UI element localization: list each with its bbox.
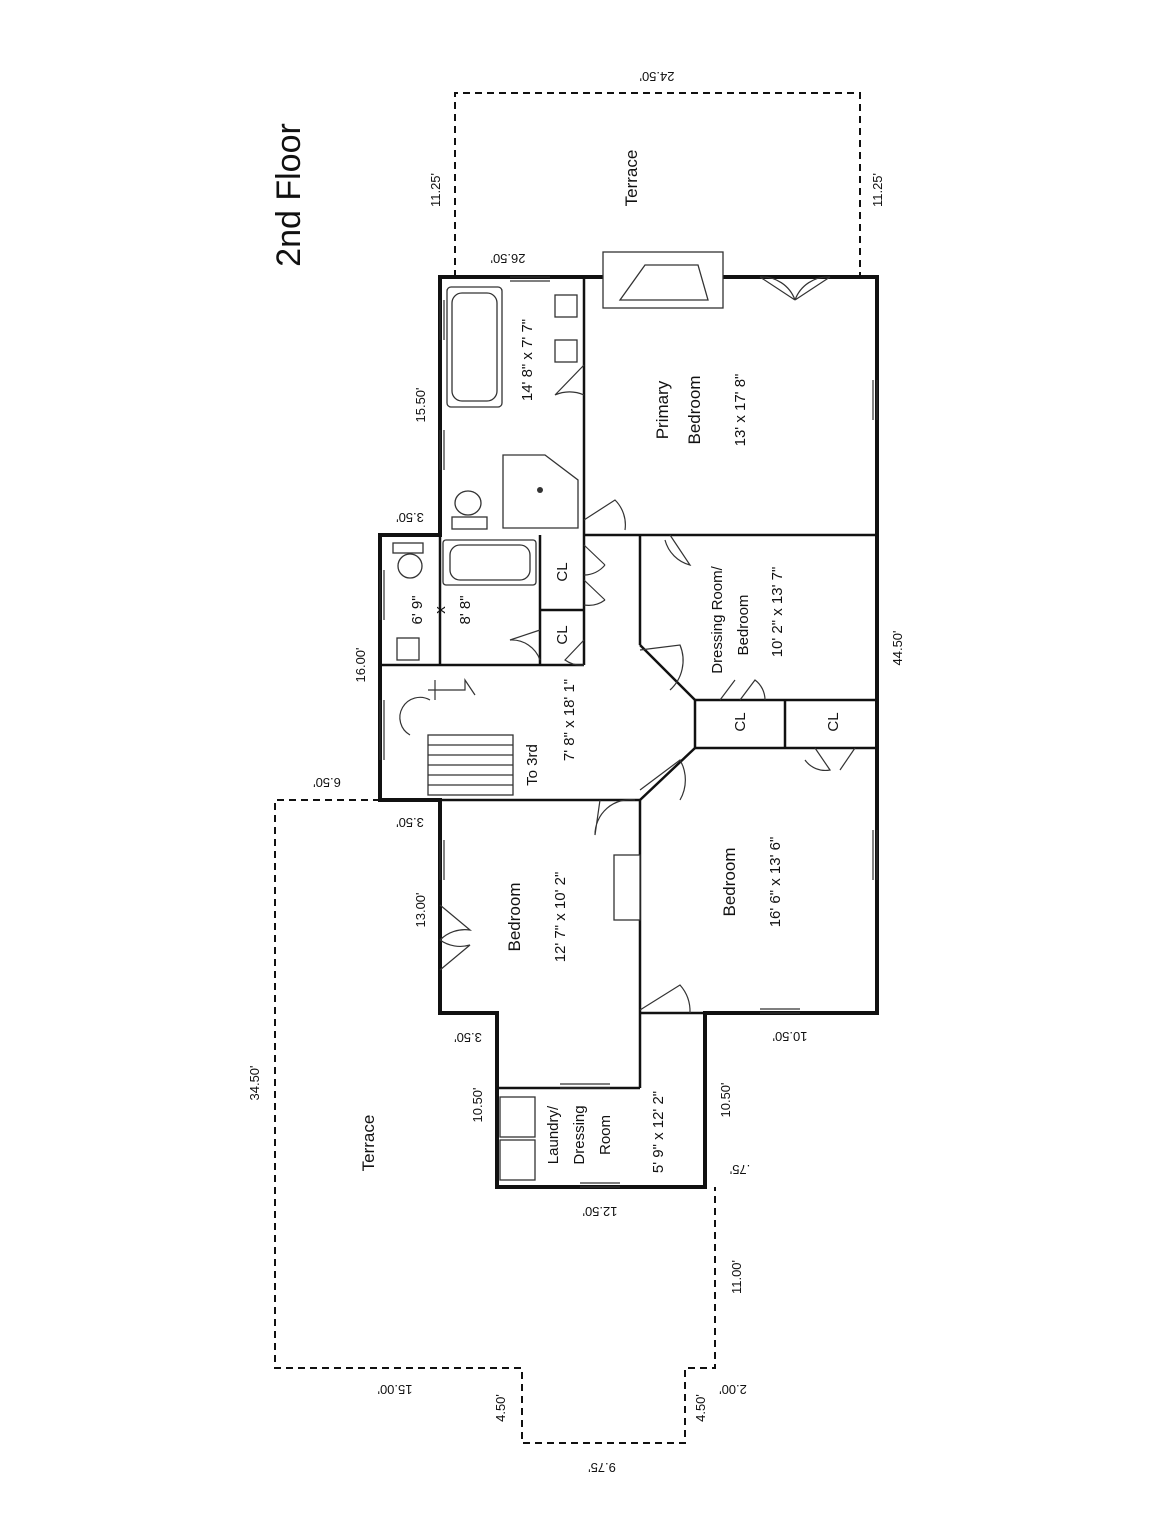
dim-left-3-50-c: 3.50' — [454, 1030, 482, 1045]
room-labels: Primary Bedroom 13' x 17' 8" 14' 8" x 7'… — [359, 150, 842, 1173]
laundry-name-1: Laundry/ — [545, 1105, 562, 1164]
dim-terrace-15-00: 15.00' — [377, 1382, 412, 1397]
bedroom-right-size: 16' 6" x 13' 6" — [767, 837, 784, 928]
dim-left-13-00: 13.00' — [413, 892, 428, 927]
top-terrace-label: Terrace — [622, 150, 641, 207]
primary-bath-size: 14' 8" x 7' 7" — [519, 319, 536, 401]
laundry-size: 5' 9" x 12' 2" — [650, 1091, 667, 1173]
dim-right-10-50-side: 10.50' — [718, 1082, 733, 1117]
bedroom-left-name: Bedroom — [505, 883, 524, 952]
closet-label-1: CL — [554, 562, 571, 581]
dim-laundry-bottom: 12.50' — [582, 1204, 617, 1219]
dim-left-15-50: 15.50' — [413, 387, 428, 422]
dim-top-terrace-width: 24.50' — [639, 69, 674, 84]
hall-size: 7' 8" x 18' 1" — [561, 679, 578, 761]
primary-bedroom-name-1: Primary — [653, 380, 672, 439]
dressing-room-name-2: Bedroom — [735, 595, 752, 656]
dim-left-6-50: 6.50' — [313, 775, 341, 790]
dim-right-44-50: 44.50' — [890, 630, 905, 665]
dim-terrace-11-00: 11.00' — [729, 1260, 744, 1294]
doors — [439, 276, 856, 1014]
dim-top-terrace-right: 11.25' — [870, 173, 885, 207]
interior-walls — [380, 277, 877, 1090]
bottom-terrace-outline — [274, 799, 716, 1444]
floor-title: 2nd Floor — [270, 123, 308, 267]
dim-left-10-50: 10.50' — [470, 1087, 485, 1122]
dim-terrace-9-75: 9.75' — [588, 1460, 616, 1475]
laundry-name-3: Room — [597, 1115, 614, 1155]
dressing-room-size: 10' 2" x 13' 7" — [769, 567, 786, 658]
bedroom-left-size: 12' 7" x 10' 2" — [552, 872, 569, 963]
dim-terrace-4-50-right: 4.50' — [693, 1394, 708, 1422]
dim-left-3-50-a: 3.50' — [396, 510, 424, 525]
closet-label-2: CL — [554, 625, 571, 644]
primary-bedroom-name-2: Bedroom — [685, 376, 704, 445]
dressing-room-name-1: Dressing Room/ — [709, 565, 726, 673]
hall-bath-size-1: 6' 9" — [409, 595, 426, 624]
closet-label-4: CL — [825, 712, 842, 731]
dimension-labels: 24.50' 11.25' 11.25' 26.50' 15.50' 3.50'… — [247, 69, 905, 1475]
dim-terrace-2-00: 2.00' — [719, 1382, 747, 1397]
dim-terrace-4-50-left: 4.50' — [493, 1394, 508, 1422]
top-terrace-outline — [454, 92, 861, 277]
dim-right-10-50-top: 10.50' — [772, 1029, 807, 1044]
dim-terrace-34-50: 34.50' — [247, 1065, 262, 1100]
bottom-terrace-label: Terrace — [359, 1115, 378, 1172]
closet-label-3: CL — [732, 712, 749, 731]
dim-top-terrace-left: 11.25' — [428, 173, 443, 207]
fixtures — [392, 251, 724, 1181]
hall-bath-size-2: x — [432, 606, 449, 614]
dim-left-16-00: 16.00' — [353, 647, 368, 682]
hall-bath-size-3: 8' 8" — [457, 595, 474, 624]
hall-label: To 3rd — [524, 744, 541, 786]
laundry-name-2: Dressing — [571, 1105, 588, 1164]
exterior-walls — [378, 275, 879, 1189]
windows — [379, 276, 878, 1188]
dim-house-top: 26.50' — [490, 251, 525, 266]
dim-right-0-75: .75' — [730, 1162, 751, 1177]
primary-bedroom-size: 13' x 17' 8" — [732, 374, 749, 447]
dim-left-3-50-b: 3.50' — [396, 815, 424, 830]
bedroom-right-name: Bedroom — [720, 848, 739, 917]
